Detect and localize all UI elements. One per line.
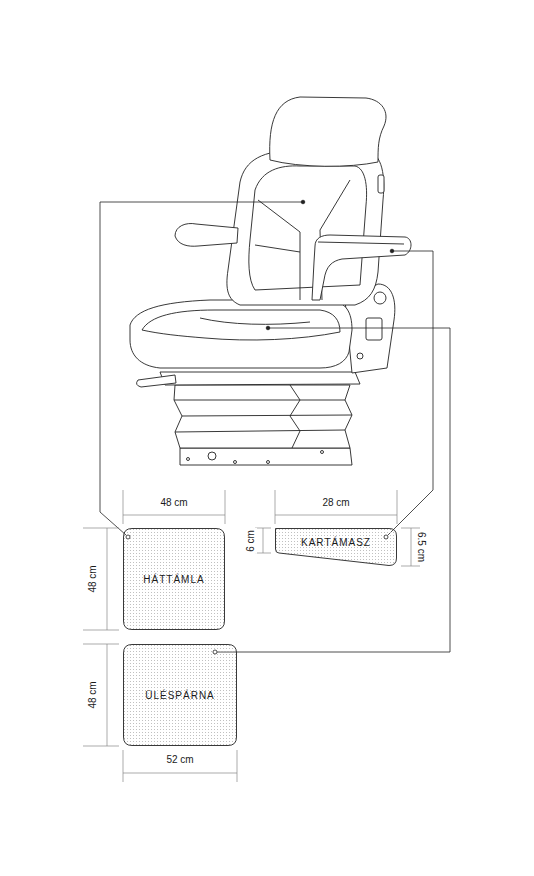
panel-shape [124, 645, 237, 746]
leader-dot [126, 535, 130, 539]
leader-lines [100, 200, 450, 652]
leader-dot [213, 650, 217, 654]
part-name: ÜLÉSPÁRNA [145, 690, 215, 701]
dimension-lines [83, 490, 420, 782]
tractor-seat [130, 97, 411, 465]
dimension-label: 48 cm [158, 497, 189, 509]
dimension-label: 48 cm [87, 679, 99, 710]
dimension-label: 6 cm [245, 528, 257, 554]
panel-shape [276, 529, 397, 566]
dimension-label: 48 cm [87, 563, 99, 594]
dimension-label: 52 cm [164, 754, 195, 766]
leader-dot [384, 535, 388, 539]
armrest-panel: KARTÁMASZ [275, 528, 397, 566]
part-name: HÁTTÁMLA [143, 574, 204, 585]
backrest-panel: HÁTTÁMLA [123, 528, 225, 630]
part-name: KARTÁMASZ [301, 537, 371, 548]
dimension-label: 6.5 cm [415, 530, 427, 564]
panel-shape [124, 529, 225, 630]
seat-cushion-panel: ÜLÉSPÁRNA [123, 644, 237, 746]
dimension-label: 28 cm [320, 497, 351, 509]
